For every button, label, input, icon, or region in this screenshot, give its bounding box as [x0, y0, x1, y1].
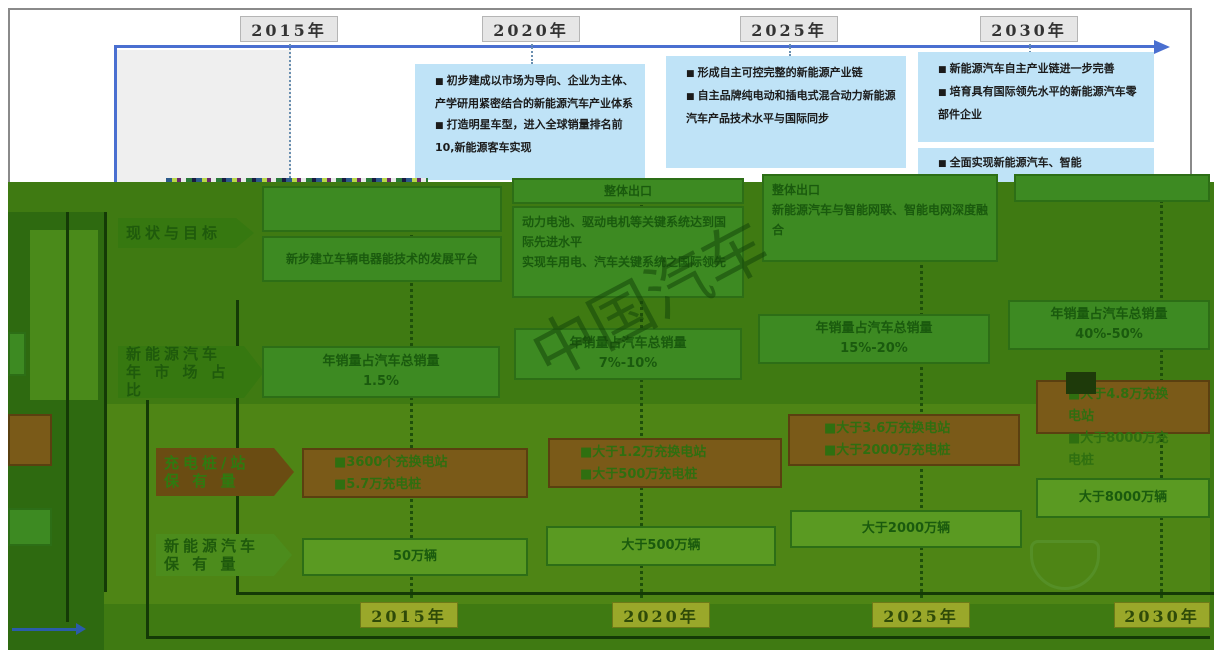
goal-2030-item: 全面实现新能源汽车、智能: [938, 152, 1146, 175]
bottom-year-2030: 2030年: [1114, 602, 1210, 628]
market-2030: 年销量占汽车总销量 40%-50%: [1008, 300, 1210, 350]
status-2015-top: [262, 186, 502, 232]
row-label-fleet-line2: 保 有 量: [164, 555, 240, 573]
row-label-status-arrowhead: [236, 218, 254, 248]
goal-2030-item: 培育具有国际领先水平的新能源汽车零部件企业: [938, 81, 1146, 125]
row-label-market: 新能源汽车 年 市 场 占 比: [118, 345, 244, 399]
fleet-2025: 大于2000万辆: [790, 510, 1022, 548]
bottom-inner-axis: [236, 592, 1214, 595]
market-2015: 年销量占汽车总销量 1.5%: [262, 346, 500, 398]
bottom-year-2025: 2025年: [872, 602, 970, 628]
status-2030: [1014, 174, 1210, 202]
timeline-arrowhead: [1154, 40, 1170, 54]
left-axis-line-1: [66, 212, 69, 622]
fleet-2015: 50万辆: [302, 538, 528, 576]
goal-box-2020: 初步建成以市场为导向、企业为主体、产学研用紧密结合的新能源汽车产业体系 打造明星…: [415, 64, 645, 180]
left-axis-line-2: [104, 212, 107, 592]
market-2020-label: 年销量占汽车总销量: [569, 336, 687, 351]
left-partial-box-2: [8, 508, 52, 546]
green-dotted-2020: [640, 200, 643, 598]
left-axis-line-3: [146, 400, 149, 638]
row-label-fleet: 新能源汽车 保 有 量: [156, 534, 274, 576]
status-2025-b-text: 新能源汽车与智能网联、智能电网深度融合: [772, 203, 989, 237]
goal-2025-item: 自主品牌纯电动和插电式混合动力新能源汽车产品技术水平与国际同步: [686, 85, 898, 129]
status-2015: 新步建立车辆电器能技术的发展平台: [262, 236, 502, 282]
gray-zone: [116, 50, 291, 190]
status-2020-c-text: 实现车用电、汽车关键系统之国际领先: [522, 255, 727, 269]
row-label-market-line2: 年 市 场 占 比: [126, 363, 230, 399]
market-2025-value: 15%-20%: [840, 341, 908, 356]
fleet-2020: 大于500万辆: [546, 526, 776, 566]
status-2025: 整体出口 新能源汽车与智能网联、智能电网深度融合: [762, 174, 998, 262]
watermark-logo: [1030, 540, 1100, 590]
left-small-arrow: [12, 628, 78, 631]
left-partial-box-1: [8, 414, 52, 466]
bottom-year-2020: 2020年: [612, 602, 710, 628]
charging-2030-dark-mark: [1066, 372, 1096, 394]
top-year-2025: 2025年: [740, 16, 838, 42]
market-2030-value: 40%-50%: [1075, 327, 1143, 342]
timeline-left-line: [114, 45, 117, 215]
goal-2025-item: 形成自主可控完整的新能源产业链: [686, 62, 898, 85]
charging-2015: ■3600个充换电站 ■5.7万充电桩: [302, 448, 528, 498]
top-dotted-2015: [289, 44, 291, 214]
charging-2025: ■大于3.6万充换电站 ■大于2000万充电桩: [788, 414, 1020, 466]
top-dotted-2020: [531, 44, 533, 64]
green-dotted-2025: [920, 200, 923, 598]
status-2025-a-text: 整体出口: [772, 183, 821, 197]
market-2020: 年销量占汽车总销量 7%-10%: [514, 328, 742, 380]
row-label-market-line1: 新能源汽车: [126, 345, 222, 363]
charging-2020-line1: ■大于1.2万充换电站: [580, 445, 707, 460]
market-2015-label: 年销量占汽车总销量: [322, 354, 440, 369]
goal-2030-item: 新能源汽车自主产业链进一步完善: [938, 58, 1146, 81]
goal-2020-item: 初步建成以市场为导向、企业为主体、产学研用紧密结合的新能源汽车产业体系: [435, 70, 637, 114]
fleet-2030: 大于8000万辆: [1036, 478, 1210, 518]
top-year-2015: 2015年: [240, 16, 338, 42]
green-dotted-2015: [410, 200, 413, 598]
row-label-charging-line2: 保 有 量: [164, 472, 240, 490]
top-year-2030: 2030年: [980, 16, 1078, 42]
status-2020-b-text: 动力电池、驱动电机等关键系统达到国际先进水平: [522, 215, 727, 249]
row-label-charging: 充电桩/站 保 有 量: [156, 448, 274, 496]
market-2030-label: 年销量占汽车总销量: [1050, 307, 1168, 322]
status-2020-a: 整体出口: [512, 178, 744, 204]
charging-2030: ■大于4.8万充换电站 ■大于8000万充电桩: [1036, 380, 1210, 468]
goal-2020-item: 打造明星车型，进入全球销量排名前10,新能源客车实现: [435, 114, 637, 158]
status-2020-b: 动力电池、驱动电机等关键系统达到国际先进水平 实现车用电、汽车关键系统之国际领先: [512, 206, 744, 298]
top-year-2020: 2020年: [482, 16, 580, 42]
top-dotted-2030: [1029, 44, 1031, 56]
bottom-year-2015: 2015年: [360, 602, 458, 628]
timeline-arrow-line: [116, 45, 1156, 48]
market-2015-value: 1.5%: [362, 374, 400, 389]
charging-2025-line1: ■大于3.6万充换电站: [824, 421, 951, 436]
row-label-fleet-arrowhead: [274, 534, 292, 576]
goal-box-2030-a: 新能源汽车自主产业链进一步完善 培育具有国际领先水平的新能源汽车零部件企业: [918, 52, 1154, 142]
row-label-charging-arrowhead: [274, 448, 294, 496]
bottom-axis-line: [146, 636, 1210, 639]
left-partial-box-3: [8, 332, 26, 376]
charging-2015-line2: ■5.7万充电桩: [334, 477, 422, 492]
market-2020-value: 7%-10%: [598, 356, 658, 371]
row-label-market-arrowhead: [244, 346, 264, 398]
charging-2020: ■大于1.2万充换电站 ■大于500万充电桩: [548, 438, 782, 488]
row-label-status: 现状与目标: [118, 218, 236, 248]
charging-2030-line2: ■大于8000万充电桩: [1068, 431, 1169, 468]
charging-2025-line2: ■大于2000万充电桩: [824, 443, 951, 458]
market-2025-label: 年销量占汽车总销量: [815, 321, 933, 336]
top-dotted-2025: [789, 44, 791, 56]
left-small-arrowhead: [76, 623, 86, 635]
charging-2020-line2: ■大于500万充电桩: [580, 467, 698, 482]
inner-axis-vert: [236, 300, 239, 594]
goal-box-2025: 形成自主可控完整的新能源产业链 自主品牌纯电动和插电式混合动力新能源汽车产品技术…: [666, 56, 906, 168]
green-overlay-band: [30, 230, 98, 400]
row-label-fleet-line1: 新能源汽车: [164, 537, 260, 555]
market-2025: 年销量占汽车总销量 15%-20%: [758, 314, 990, 364]
row-label-charging-line1: 充电桩/站: [164, 454, 250, 472]
charging-2015-line1: ■3600个充换电站: [334, 455, 448, 470]
